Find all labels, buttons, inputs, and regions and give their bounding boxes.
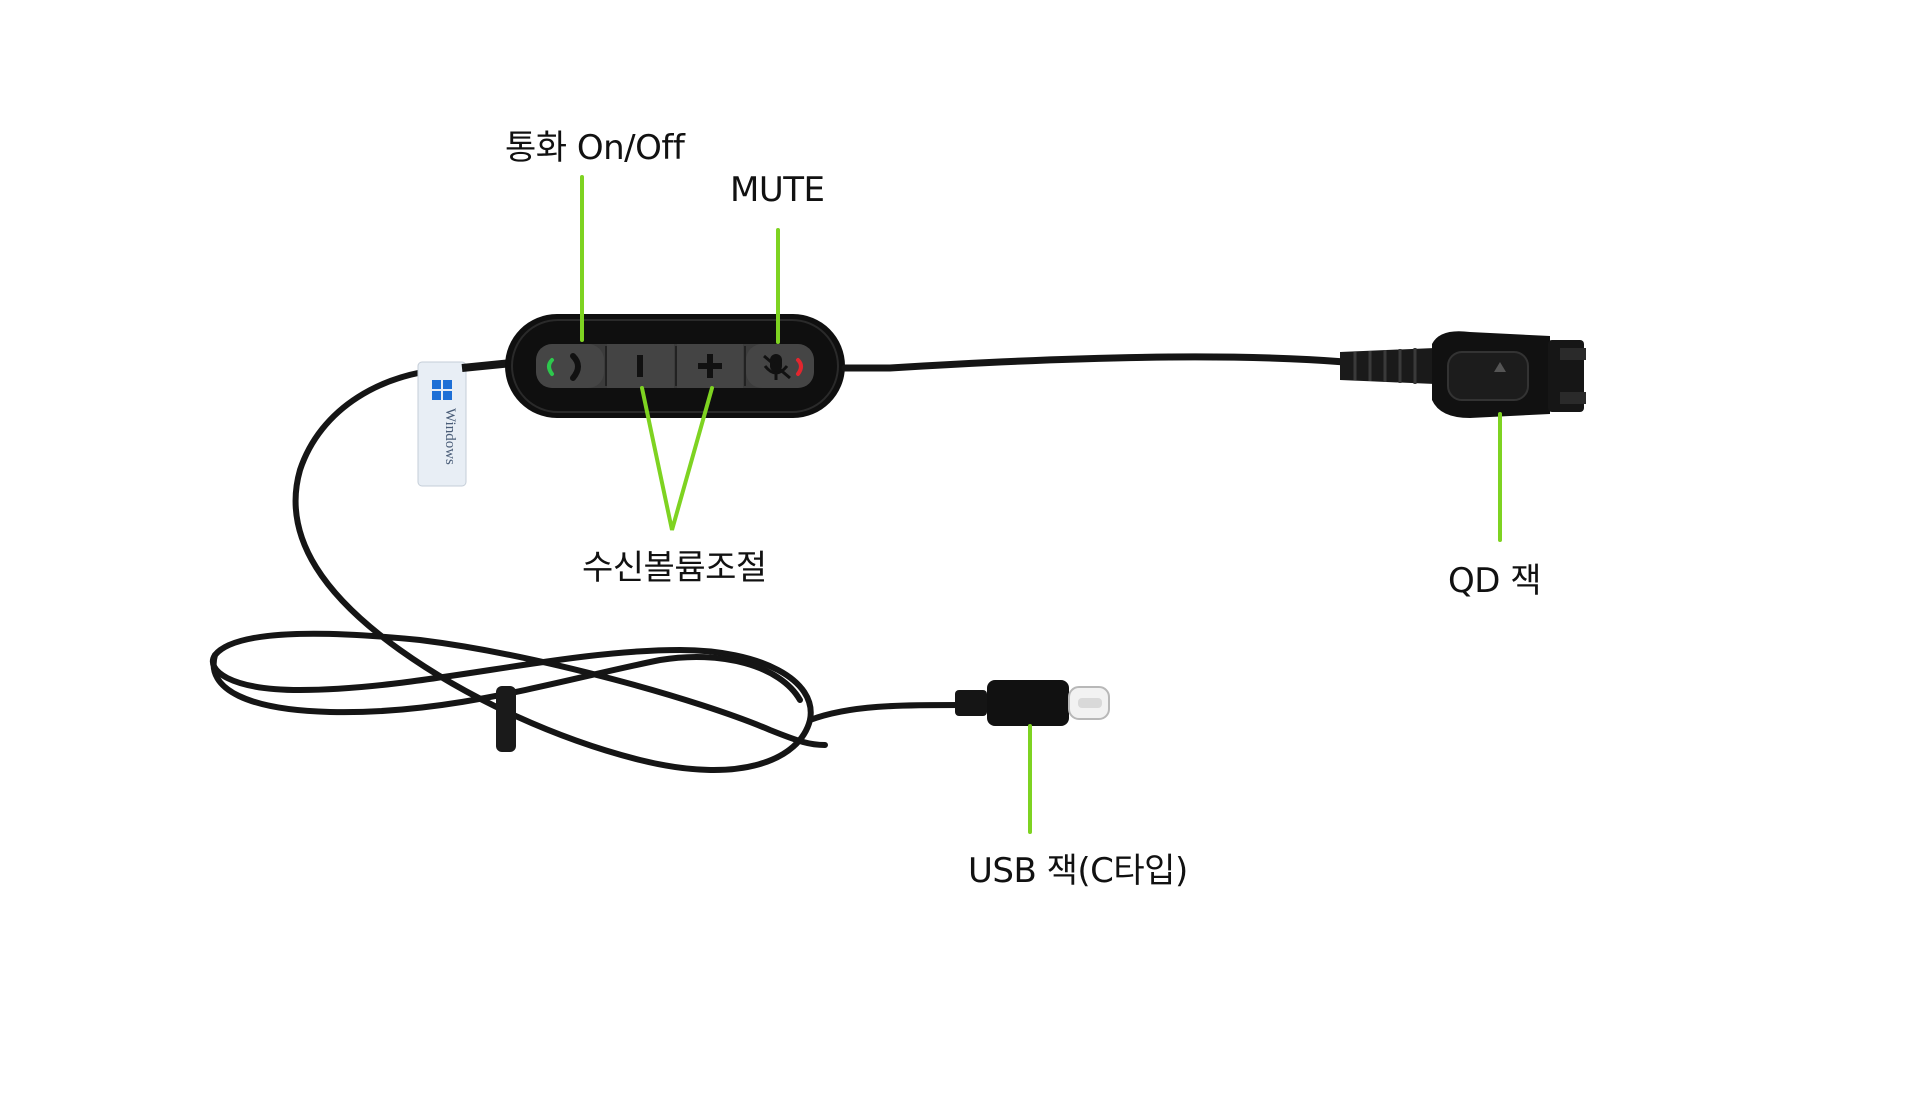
volume-up-button[interactable] bbox=[677, 344, 743, 388]
inline-controller bbox=[505, 314, 845, 418]
windows-logo-icon bbox=[432, 380, 452, 400]
label-usb-jack: USB 잭(C타입) bbox=[968, 851, 1188, 891]
usb-cable bbox=[210, 365, 828, 773]
mic-mute-icon bbox=[763, 354, 791, 380]
qd-connector bbox=[1340, 331, 1586, 418]
qd-cable bbox=[841, 353, 1349, 372]
call-button[interactable] bbox=[536, 344, 604, 388]
minus-icon bbox=[637, 355, 643, 377]
leader-lines bbox=[580, 175, 1502, 834]
windows-sticker: Windows bbox=[417, 361, 467, 487]
sticker-text: Windows bbox=[442, 408, 458, 465]
label-volume-control: 수신볼륨조절 bbox=[582, 548, 767, 588]
leader-volume bbox=[640, 386, 714, 531]
usb-c-connector bbox=[955, 680, 1110, 726]
mute-button[interactable] bbox=[746, 344, 814, 388]
usb-cable-tail bbox=[807, 702, 963, 723]
plus-icon bbox=[698, 354, 722, 378]
volume-down-button[interactable] bbox=[607, 344, 674, 388]
label-call-onoff: 통화 On/Off bbox=[505, 128, 685, 168]
label-qd-jack: QD 잭 bbox=[1448, 561, 1542, 601]
control-cable-left bbox=[461, 359, 513, 372]
cable-tie bbox=[496, 686, 516, 752]
phone-handset-icon bbox=[570, 353, 581, 381]
label-mute: MUTE bbox=[730, 170, 825, 210]
